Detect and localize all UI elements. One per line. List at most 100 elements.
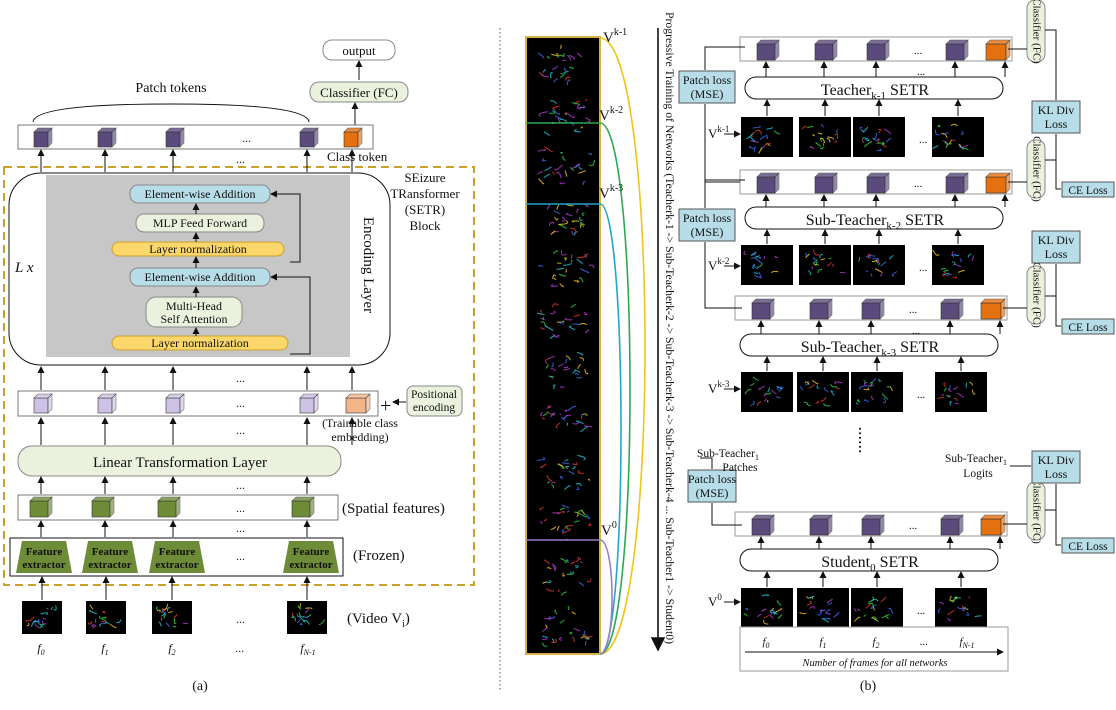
embedding-row: [17, 390, 379, 417]
svg-text:Feature: Feature: [159, 546, 196, 558]
patch-loss-1-sub: (MSE): [691, 87, 724, 101]
ellipsis: ...: [236, 423, 245, 437]
input-frame: [932, 245, 984, 285]
student-setr-box: [739, 548, 999, 572]
label-v0: V0: [601, 520, 617, 539]
output-tokens: [33, 127, 363, 148]
patch-token: [756, 39, 780, 61]
embedding-token: [33, 393, 53, 414]
input-frame: [741, 588, 793, 628]
input-label: V0: [708, 592, 722, 609]
spatial-features-label: (Spatial features): [342, 501, 445, 517]
input-frame: [797, 588, 849, 628]
bracket-vk2: [599, 122, 631, 655]
frame-index-label: f0: [762, 636, 769, 650]
patch-token: [33, 127, 53, 148]
ellipsis: ...: [912, 541, 921, 553]
svg-text:extractor: extractor: [289, 559, 332, 571]
patch-loss-1: [678, 70, 736, 104]
kl-div-3: [1031, 450, 1081, 484]
video-frame: [152, 601, 192, 634]
svg-text:extractor: extractor: [22, 559, 65, 571]
svg-text:Classifier (FC): Classifier (FC): [1030, 478, 1042, 544]
input-frame: [935, 588, 987, 628]
spatial-token: [291, 496, 315, 518]
subteacher-k2-setr-box: [744, 206, 1004, 230]
patch-token: [866, 39, 890, 61]
patch-token: [861, 514, 885, 536]
trainable-label-1: (Trainable class: [322, 416, 398, 430]
patch-token: [866, 172, 890, 194]
class-token: [980, 298, 1006, 320]
ellipsis: ...: [917, 605, 926, 617]
kl-div-1-label: KL Div: [1038, 103, 1075, 117]
token-ellipsis: ...: [914, 45, 923, 57]
elementwise-add-bottom-label: Element-wise Addition: [145, 270, 256, 284]
patch-token: [940, 514, 964, 536]
patch-token: [945, 172, 969, 194]
kl-div-2-sub: Loss: [1045, 247, 1068, 261]
patch-loss-3-sub: (MSE): [696, 486, 729, 500]
classifier-fc: Classifier (FC): [1026, 0, 1046, 64]
patch-loss-2: [678, 208, 736, 242]
subteacher1-patches-label-2: Patches: [722, 462, 758, 474]
input-label: Vk-3: [708, 379, 730, 396]
elementwise-add-top-label: Element-wise Addition: [145, 187, 256, 201]
spatial-token: [91, 496, 115, 518]
svg-text:Feature: Feature: [293, 546, 330, 558]
spatial-token: [29, 496, 53, 518]
patch-token: [756, 172, 780, 194]
input-frame: [932, 117, 984, 157]
embedding-token: [299, 393, 319, 414]
input-label: Vk-2: [708, 256, 729, 273]
token-ellipsis: ...: [242, 131, 251, 145]
frame-label: f1: [101, 641, 108, 657]
class-token-label: Class token: [327, 149, 388, 164]
block-label-1: SEizure: [404, 170, 445, 185]
progressive-training-label: Progressive Training of Networks (Teache…: [663, 12, 677, 644]
kl-div-3-sub: Loss: [1045, 467, 1068, 481]
kl-div-2-label: KL Div: [1038, 233, 1075, 247]
classifier-fc: Classifier (FC): [1026, 478, 1046, 544]
label-vk2: Vk-2: [599, 105, 623, 124]
token-ellipsis: ...: [909, 520, 918, 532]
setr-block-boundary: [3, 166, 475, 586]
input-frame: [799, 245, 851, 285]
ellipsis: ...: [236, 396, 245, 410]
svg-text:Classifier (FC): Classifier (FC): [1030, 262, 1042, 328]
positional-label-2: encoding: [413, 402, 455, 414]
classifier-fc-box: [309, 81, 409, 103]
input-label: Vk-1: [708, 124, 729, 141]
input-frame: [741, 117, 793, 157]
strip-frame: [538, 98, 591, 137]
caption-a: (a): [192, 679, 208, 694]
layer-repeat-label: L x: [14, 260, 34, 276]
ellipsis: ...: [236, 521, 245, 535]
subteacher1-logits-label: Sub-Teacher1: [945, 453, 1007, 467]
mlp-box: [135, 213, 265, 233]
output-token-row: [17, 124, 374, 150]
linear-transformation-box: [17, 445, 342, 477]
svg-text:extractor: extractor: [88, 559, 131, 571]
strip-frame: [537, 454, 591, 491]
embedding-tokens: [33, 393, 371, 414]
patch-token: [751, 514, 775, 536]
caption-b: (b): [860, 679, 877, 694]
kl-div-2: [1031, 230, 1081, 264]
positional-label-1: Positional: [411, 389, 457, 401]
patch-token: [945, 39, 969, 61]
patch-token: [940, 298, 964, 320]
ellipsis: ...: [236, 501, 245, 515]
class-embedding-token: [345, 393, 371, 414]
ce-loss-3-label: CE Loss: [1068, 541, 1108, 553]
teacher-setr-label: Teacherk-1 SETR: [821, 82, 930, 102]
bracket-vk3: [599, 203, 622, 655]
spatial-tokens: [29, 496, 315, 518]
strip-frame: [540, 405, 593, 433]
ce-loss-2: [1061, 318, 1115, 335]
patch-loss-1-label: Patch loss: [683, 73, 732, 87]
